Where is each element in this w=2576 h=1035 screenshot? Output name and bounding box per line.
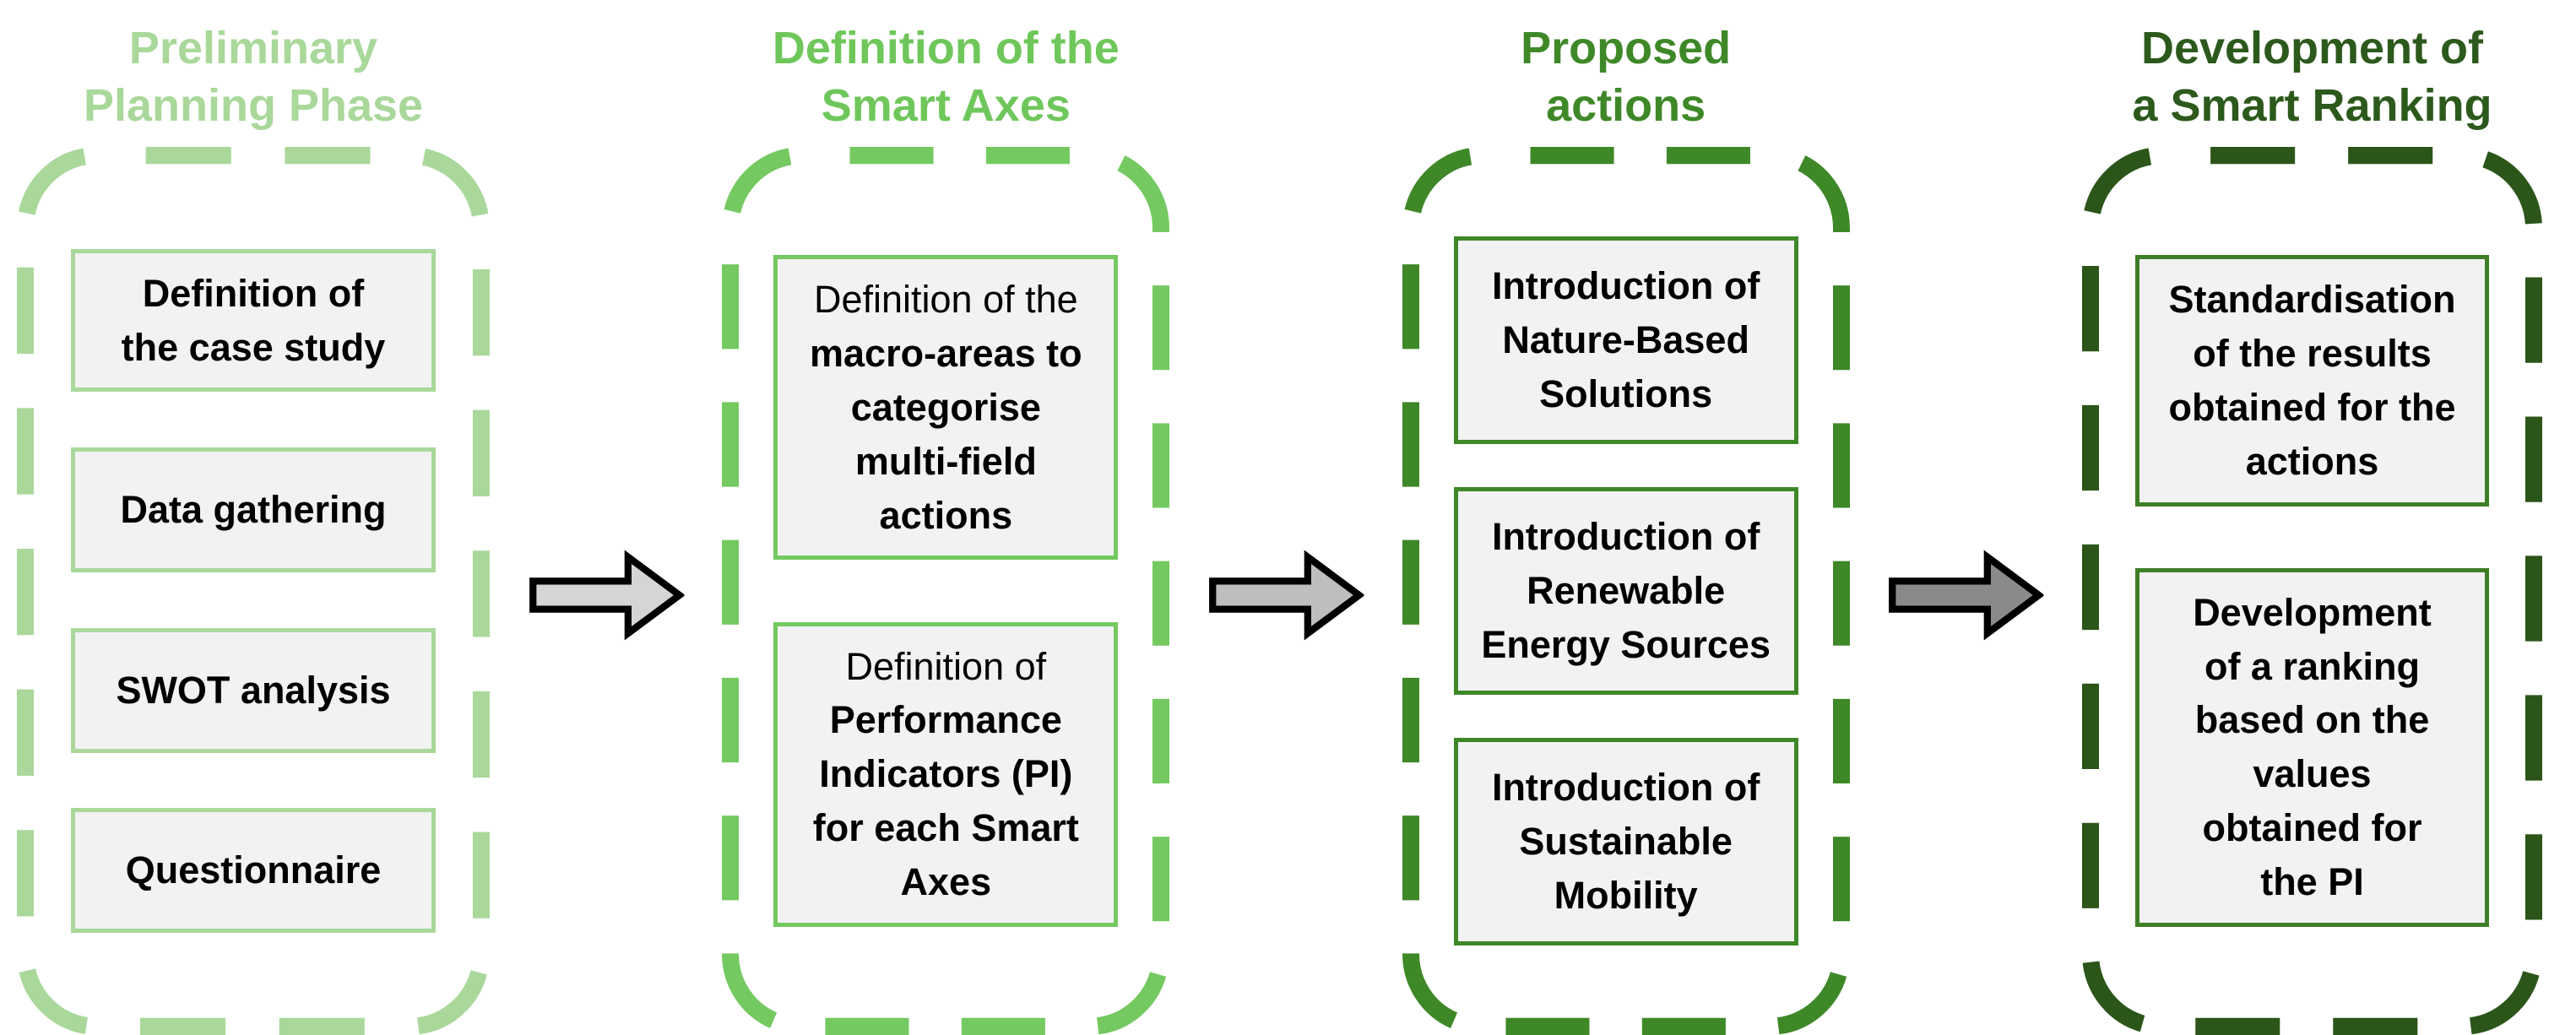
phase-box-list: Definition of the macro-areas to categoris…: [722, 193, 1169, 989]
dashed-border-icon: [722, 147, 1170, 1035]
action-box-line: Sustainable: [1519, 820, 1733, 864]
right-arrow-icon: [1889, 550, 2044, 641]
phase-title: Proposed actions: [1402, 8, 1850, 135]
phase-title-line: Smart Axes: [821, 80, 1071, 132]
dashed-border-icon: [17, 147, 490, 1035]
action-box-line: of a ranking: [2204, 644, 2420, 688]
action-box-line: multi-field: [854, 439, 1037, 483]
action-box: Standardisation of the results obtained fo…: [2134, 255, 2490, 507]
right-arrow-icon: [529, 550, 685, 641]
action-box-line: actions: [879, 493, 1013, 537]
action-box-line: SWOT analysis: [116, 668, 391, 712]
dashed-border-icon: [1402, 147, 1850, 1035]
action-box-line: Renewable: [1527, 569, 1726, 613]
action-box-line: the case study: [121, 325, 386, 369]
action-box-line: of the results: [2193, 331, 2432, 375]
phase-title-line: Preliminary: [128, 22, 378, 73]
action-box-line: Introduction of: [1491, 515, 1760, 559]
phase-column-smart-ranking: Development of a Smart Ranking Standardis…: [2081, 0, 2542, 1035]
action-box-line: obtained for: [2202, 806, 2422, 850]
flow-arrow: [1850, 0, 2082, 1035]
phase-title-line: Development of: [2140, 22, 2484, 73]
action-box: Data gathering: [71, 447, 436, 573]
right-arrow-icon: [1209, 550, 1364, 641]
phase-title-line: Proposed: [1521, 22, 1732, 73]
action-box-line: macro-areas to: [810, 331, 1082, 375]
action-box-line: Performance: [829, 698, 1062, 742]
action-box-line: Nature-Based: [1502, 318, 1749, 362]
action-box-line: obtained for the: [2168, 385, 2456, 429]
flow-arrow: [490, 0, 722, 1035]
action-box-line: values: [2253, 752, 2372, 796]
action-box-line: based on the: [2194, 698, 2430, 742]
phase-column-proposed-actions: Proposed actions Introduction of Nature-Ba…: [1402, 0, 1850, 1035]
phase-title-line: Planning Phase: [83, 80, 424, 132]
action-box-line: Questionnaire: [125, 848, 382, 892]
phase-dashed-frame: Definition of the macro-areas to categoris…: [722, 147, 1170, 1035]
action-box-line: Indicators (PI): [819, 752, 1073, 796]
action-box-line: Data gathering: [120, 488, 387, 532]
action-box-line: Axes: [900, 860, 992, 904]
action-box: Questionnaire: [71, 808, 436, 934]
action-box-line: Solutions: [1539, 371, 1713, 415]
action-box-line: Standardisation: [2168, 278, 2456, 322]
action-box: Definition of the case study: [71, 248, 436, 393]
dashed-border-icon: [2081, 147, 2542, 1035]
action-box-line: Introduction of: [1491, 264, 1760, 308]
action-box-line: Development: [2193, 590, 2432, 634]
flow-arrow: [1169, 0, 1402, 1035]
action-box-line: the PI: [2260, 860, 2364, 904]
action-box: Definition of the macro-areas to categoris…: [773, 255, 1119, 561]
action-box-line: Energy Sources: [1481, 622, 1771, 666]
action-box-line: Mobility: [1554, 873, 1698, 917]
action-box: Development of a ranking based on the value…: [2134, 567, 2490, 927]
phase-dashed-frame: Standardisation of the results obtained fo…: [2081, 147, 2542, 1035]
action-box: SWOT analysis: [71, 627, 436, 753]
phase-title-line: a Smart Ranking: [2132, 80, 2492, 132]
action-box-line: Introduction of: [1491, 766, 1760, 810]
action-box-line: Definition of the: [813, 278, 1078, 322]
action-box-line: for each Smart: [812, 806, 1079, 850]
action-box-line: categorise: [850, 385, 1041, 429]
action-box-line: Definition of: [142, 271, 365, 315]
action-box-line: actions: [2245, 439, 2379, 483]
phase-title: Development of a Smart Ranking: [2082, 8, 2542, 135]
phase-title-line: Definition of the: [772, 22, 1120, 73]
phase-box-list: Standardisation of the results obtained fo…: [2082, 193, 2542, 989]
action-box-line: Definition of: [845, 644, 1047, 688]
phase-title-line: actions: [1546, 80, 1706, 132]
